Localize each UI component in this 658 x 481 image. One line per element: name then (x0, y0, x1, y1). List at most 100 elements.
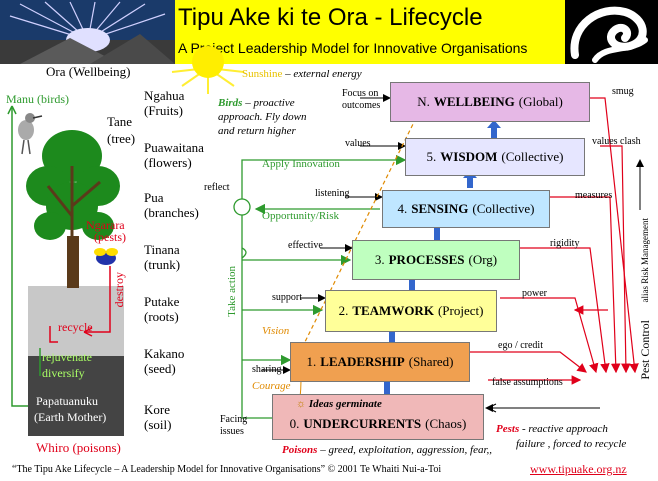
level-scope: (Collective) (472, 201, 535, 216)
tane-label: Tane (107, 114, 133, 129)
sunrise-logo (0, 0, 175, 64)
level-number: 5. (426, 149, 437, 164)
level-number: 2. (338, 303, 349, 318)
sunshine-note: Sunshine – external energy (242, 68, 362, 80)
level-undercurrents: 0.UNDERCURRENTS(Chaos) (272, 394, 484, 440)
ideas-note: ☼ Ideas germinate (296, 398, 382, 410)
level-number: 3. (374, 252, 385, 267)
level-name: WELLBEING (433, 94, 515, 109)
whiro-label: Whiro (poisons) (36, 440, 121, 455)
sun-icon (171, 46, 245, 94)
tree-illustration (7, 105, 124, 436)
level-scope: (Collective) (501, 149, 564, 164)
poisons-label: Poisons (282, 444, 318, 456)
level-number: 1. (306, 354, 317, 369)
birds-line3: and return higher (218, 125, 296, 137)
footer-citation: “The Tipu Ake Lifecycle – A Leadership M… (12, 464, 442, 475)
level-scope: (Global) (518, 94, 563, 109)
plant-part-maori: Kore (144, 402, 170, 417)
level-wisdom: 5.WISDOM(Collective) (405, 138, 585, 176)
level-leadership: 1.LEADERSHIP(Shared) (290, 342, 470, 382)
tag-smug: smug (612, 86, 634, 97)
level-name: PROCESSES (388, 252, 465, 267)
take-action-label: Take action (226, 266, 238, 317)
birds-note: Birds – proactive approach. Fly down and… (218, 96, 307, 138)
tag-measures: measures (575, 190, 613, 201)
plant-part-item: Putake(roots) (144, 294, 179, 324)
plant-part-english: (soil) (144, 417, 172, 432)
courage-label: Courage (252, 380, 291, 392)
tag-focus-outcomes: Focus on outcomes (342, 88, 381, 111)
footer-url-link[interactable]: www.tipuake.org.nz (530, 462, 627, 476)
vision-label: Vision (262, 325, 290, 337)
plant-part-item: Ngahua(Fruits) (144, 88, 184, 118)
tag-facing-issues: Facing issues (220, 414, 248, 437)
diversify-label: diversify (42, 366, 85, 380)
level-scope: (Shared) (408, 354, 454, 369)
bird-icon (18, 113, 43, 155)
level-scope: (Project) (437, 303, 484, 318)
pests-line2: failure , forced to recycle (516, 438, 627, 450)
plant-part-english: (branches) (144, 205, 199, 220)
level-number: 4. (397, 201, 408, 216)
tane-sub-label: (tree) (107, 131, 136, 146)
pests-note: Pests - reactive approach failure , forc… (496, 422, 626, 452)
level-name: LEADERSHIP (320, 354, 405, 369)
tag-values: values (345, 138, 371, 149)
level-name: TEAMWORK (352, 303, 434, 318)
page-title: Tipu Ake ki te Ora - Lifecycle (178, 4, 483, 31)
apply-innovation-label: Apply Innovation (262, 158, 340, 170)
level-number: N. (417, 94, 430, 109)
level-name: SENSING (411, 201, 469, 216)
plant-part-maori: Kakano (144, 346, 185, 361)
sunshine-label: Sunshine (242, 68, 283, 80)
level-teamwork: 2.TEAMWORK(Project) (325, 290, 497, 332)
pest-control-label: Pest Control (638, 320, 652, 380)
plant-part-english: (trunk) (144, 257, 181, 272)
reflect-label: reflect (204, 182, 230, 193)
plant-part-english: (Fruits) (144, 103, 183, 118)
ora-label: Ora (Wellbeing) (46, 64, 131, 79)
poisons-rest: – greed, exploitation, aggression, fear,… (317, 444, 493, 456)
papatuanuku-sub-label: (Earth Mother) (34, 410, 107, 424)
plant-part-maori: Putake (144, 294, 180, 309)
plant-part-english: (flowers) (144, 155, 192, 170)
plant-part-item: Kakano(seed) (144, 346, 184, 376)
plant-part-maori: Puawaitana (144, 140, 204, 155)
koru-icon (565, 0, 658, 64)
level-number: 0. (289, 416, 300, 431)
pests-line1: - reactive approach (519, 423, 608, 435)
ngarara-sub-label: (pests) (94, 230, 126, 244)
page-subtitle: A Project Leadership Model for Innovativ… (178, 40, 528, 56)
birds-line2: approach. Fly down (218, 111, 307, 123)
tag-values-clash: values clash (592, 136, 641, 147)
tag-ego-credit: ego / credit (498, 340, 543, 351)
recycle-label: recycle (58, 320, 93, 334)
opportunity-risk-label: Opportunity/Risk (262, 210, 340, 222)
pests-label: Pests (496, 423, 520, 435)
sunshine-rest: – external energy (282, 68, 362, 80)
plant-part-maori: Tinana (144, 242, 180, 257)
tag-listening: listening (315, 188, 350, 199)
tag-rigidity: rigidity (550, 238, 580, 249)
plant-part-maori: Ngahua (144, 88, 185, 103)
koru-logo (565, 0, 658, 64)
plant-part-item: Kore(soil) (144, 402, 171, 432)
plant-part-item: Pua(branches) (144, 190, 199, 220)
ngarara-label: Ngarara (86, 218, 125, 232)
tag-false-assumptions: false assumptions (492, 377, 563, 388)
plant-part-english: (roots) (144, 309, 179, 324)
level-name: UNDERCURRENTS (303, 416, 422, 431)
poisons-note: Poisons – greed, exploitation, aggressio… (282, 444, 492, 456)
tag-power: power (522, 288, 547, 299)
tag-support: support (272, 292, 302, 303)
risk-management-label: alias Risk Management (640, 218, 650, 303)
tag-sharing: sharing (252, 364, 282, 375)
level-sensing: 4.SENSING(Collective) (382, 190, 550, 228)
level-processes: 3.PROCESSES(Org) (352, 240, 520, 280)
level-scope: (Chaos) (425, 416, 467, 431)
papatuanuku-label: Papatuanuku (36, 394, 98, 408)
pest-icon (94, 248, 118, 265)
ideas-icon: ☼ (296, 398, 307, 410)
plant-part-item: Puawaitana(flowers) (144, 140, 204, 170)
